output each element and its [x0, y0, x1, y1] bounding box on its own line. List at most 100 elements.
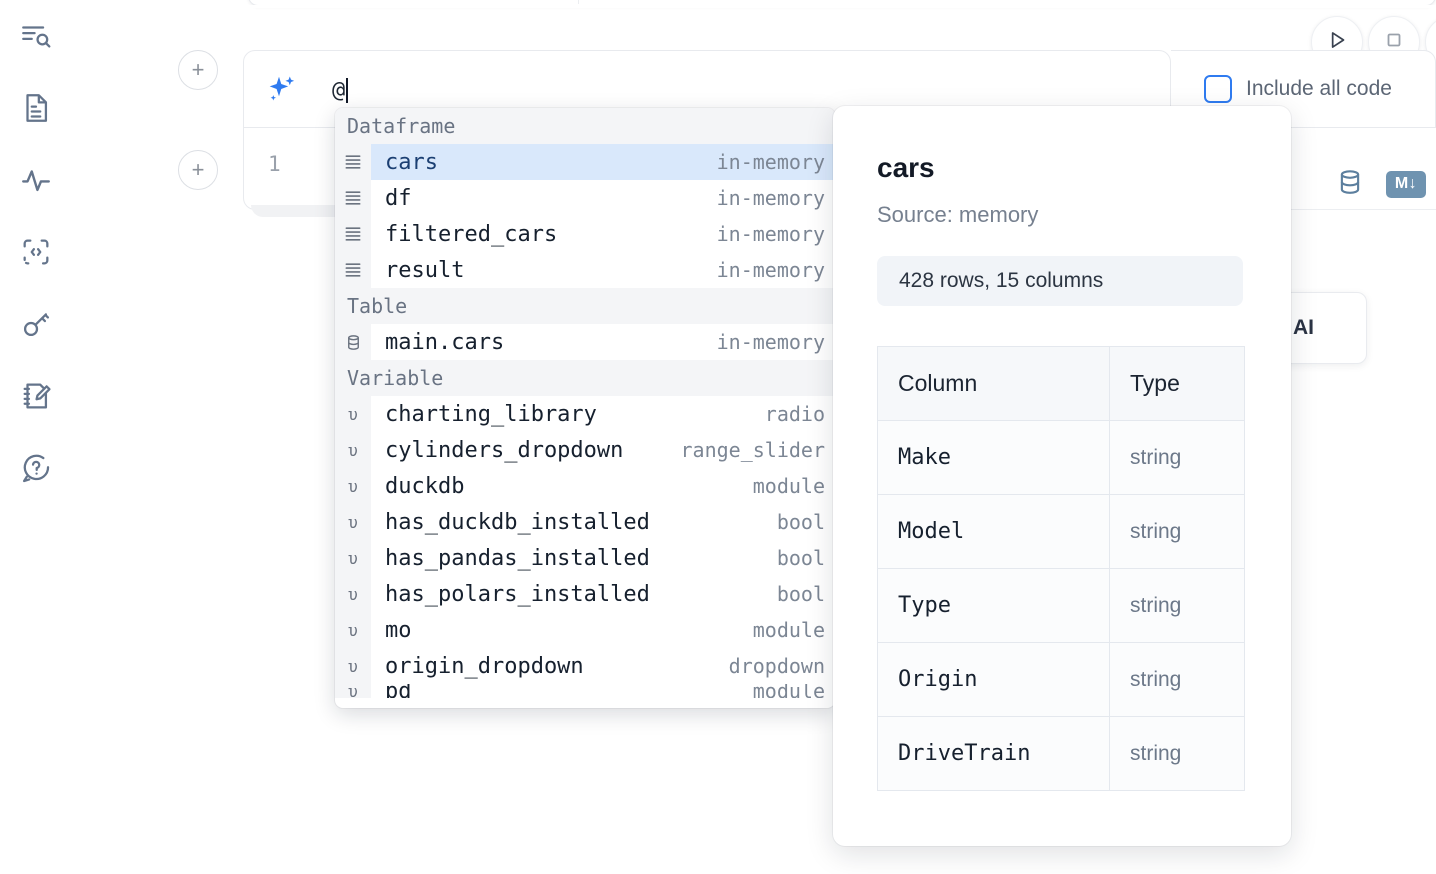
autocomplete-section-header: Table	[335, 288, 835, 324]
autocomplete-item[interactable]: υ has_pandas_installed bool	[335, 540, 835, 576]
autocomplete-item-type: range_slider	[680, 438, 826, 462]
ai-prompt-input[interactable]: @	[332, 72, 349, 108]
table-cell-type: string	[1109, 420, 1245, 495]
variable-upsilon-icon: υ	[335, 540, 371, 576]
panel-edge-separator	[578, 0, 579, 4]
table-header-cell: Type	[1109, 346, 1245, 421]
table-cell-type: string	[1109, 494, 1245, 569]
autocomplete-item-name: mo	[385, 617, 412, 643]
database-icon	[1335, 167, 1365, 202]
doc-title: cars	[877, 152, 935, 183]
table-cell-column: Model	[877, 494, 1110, 569]
autocomplete-item-name: result	[385, 257, 465, 283]
cell-markdown-button[interactable]: M↓	[1386, 167, 1426, 201]
stop-square-icon	[1382, 28, 1406, 57]
cell-toolbar-divider	[1171, 209, 1436, 210]
table-cell-column: Make	[877, 420, 1110, 495]
autocomplete-section-header: Dataframe	[335, 108, 835, 144]
sidebar-item-scratchpad[interactable]	[14, 374, 58, 418]
autocomplete-item-name: has_pandas_installed	[385, 545, 650, 571]
autocomplete-item[interactable]: result in-memory	[335, 252, 835, 288]
sidebar-item-help[interactable]	[14, 446, 58, 490]
table-cell-column: DriveTrain	[877, 716, 1110, 791]
autocomplete-item[interactable]: υ has_duckdb_installed bool	[335, 504, 835, 540]
dataframe-rows-icon	[335, 180, 371, 216]
add-cell-below-button[interactable]: +	[178, 150, 218, 190]
autocomplete-item[interactable]: cars in-memory	[335, 144, 835, 180]
cell-database-button[interactable]	[1331, 165, 1369, 203]
doc-shape-chip: 428 rows, 15 columns	[877, 256, 1243, 306]
autocomplete-item-name: origin_dropdown	[385, 653, 584, 679]
dataframe-rows-icon	[335, 252, 371, 288]
sidebar-item-variables[interactable]	[14, 158, 58, 202]
plus-icon: +	[191, 157, 205, 182]
database-icon	[335, 324, 371, 360]
include-all-code-checkbox[interactable]	[1204, 75, 1232, 103]
completion-doc-panel: cars Source: memory 428 rows, 15 columns…	[833, 106, 1291, 846]
sidebar-item-secrets[interactable]	[14, 302, 58, 346]
autocomplete-item-type: module	[752, 474, 825, 498]
panel-edge-fill	[249, 5, 1435, 8]
autocomplete-item-type: bool	[776, 510, 825, 534]
line-number: 1	[268, 152, 281, 176]
add-cell-above-button[interactable]: +	[178, 50, 218, 90]
file-text-icon	[19, 91, 53, 125]
variable-upsilon-icon: υ	[335, 684, 371, 698]
include-all-code-label: Include all code	[1246, 77, 1392, 100]
table-header-cell: Column	[877, 346, 1110, 421]
outline-search-icon	[19, 19, 53, 53]
markdown-badge: M↓	[1386, 170, 1426, 198]
sidebar-item-outline[interactable]	[14, 14, 58, 58]
sidebar-item-snippets[interactable]	[14, 230, 58, 274]
table-cell-type: string	[1109, 716, 1245, 791]
autocomplete-item-name: pd	[385, 684, 412, 698]
ai-sparkle-icon	[264, 72, 300, 108]
autocomplete-item-type: in-memory	[716, 258, 825, 282]
autocomplete-item-type: bool	[776, 546, 825, 570]
autocomplete-item-name: has_polars_installed	[385, 581, 650, 607]
autocomplete-item-type: radio	[764, 402, 825, 426]
table-cell-column: Origin	[877, 642, 1110, 717]
sidebar-item-files[interactable]	[14, 86, 58, 130]
variable-upsilon-icon: υ	[335, 432, 371, 468]
autocomplete-item-type: in-memory	[716, 186, 825, 210]
ai-prompt-value: @	[332, 77, 346, 103]
autocomplete-item-type: in-memory	[716, 330, 825, 354]
dataframe-rows-icon	[335, 144, 371, 180]
autocomplete-item-name: cars	[385, 149, 438, 175]
variable-upsilon-icon: υ	[335, 504, 371, 540]
code-brackets-icon	[19, 235, 53, 269]
autocomplete-item-name: has_duckdb_installed	[385, 509, 650, 535]
table-cell-column: Type	[877, 568, 1110, 643]
doc-source: Source: memory	[877, 202, 1039, 227]
variable-upsilon-icon: υ	[335, 612, 371, 648]
autocomplete-item-name: charting_library	[385, 401, 597, 427]
notebook-pencil-icon	[19, 379, 53, 413]
autocomplete-item-type: module	[752, 618, 825, 642]
variable-upsilon-icon: υ	[335, 468, 371, 504]
dataframe-rows-icon	[335, 216, 371, 252]
key-icon	[19, 307, 53, 341]
autocomplete-item-type: in-memory	[716, 150, 825, 174]
variable-upsilon-icon: υ	[335, 576, 371, 612]
text-caret	[346, 77, 349, 103]
autocomplete-item[interactable]: υ charting_library radio	[335, 396, 835, 432]
variable-upsilon-icon: υ	[335, 396, 371, 432]
